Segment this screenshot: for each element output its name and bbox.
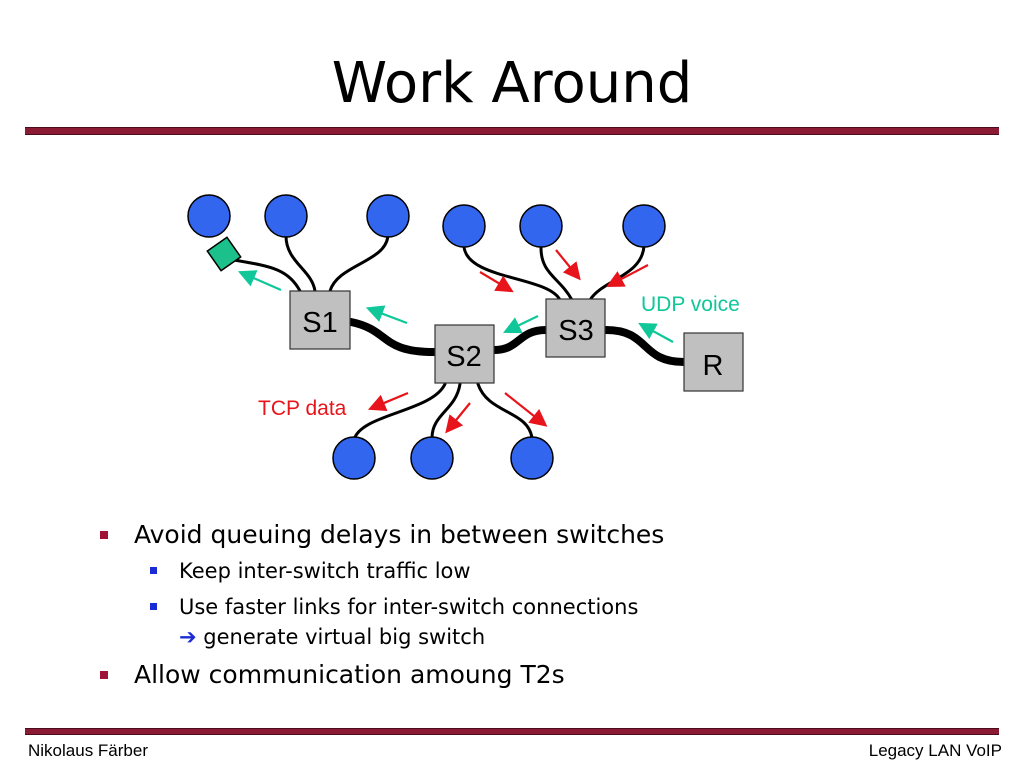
host-nodes [187,194,666,480]
bullet-text: Avoid queuing delays in between switches [134,520,665,549]
bullet-marker [100,671,108,679]
udp-voice-label: UDP voice [641,293,740,316]
link-s1-host2 [284,234,317,293]
tcp-arrows [367,249,649,434]
link-s1-host1 [232,258,302,293]
udp-arrow-2 [365,305,408,325]
tcp-arrow-4 [367,391,409,412]
switch-s3-box [545,298,606,358]
tcp-arrow-5 [445,402,471,434]
sub-bullet-item: Use faster links for inter-switch connec… [96,592,976,652]
host-s1-1 [187,194,231,238]
sub-bullet-text: Keep inter-switch traffic low [179,559,471,583]
tcp-data-label: TCP data [258,397,347,420]
bullet-text: Allow communication amoung T2s [134,660,565,689]
bullet-item: Avoid queuing delays in between switches [96,518,976,552]
host-s3-3 [622,204,666,248]
tcp-arrow-3 [606,264,649,288]
host-s3-2 [519,204,563,248]
footer-divider [25,728,999,735]
footer-title: Legacy LAN VoIP [868,741,1002,760]
host-s2-3 [510,436,554,480]
tcp-arrow-1 [479,271,514,293]
title-divider [25,127,999,135]
router-label: R [703,350,724,382]
tcp-arrow-6 [504,392,548,427]
switch-s2-label: S2 [446,341,481,373]
udp-arrow-4 [638,322,674,343]
host-s2-1 [332,436,376,480]
host-s3-1 [442,204,486,248]
link-s3-host1 [462,245,562,302]
udp-arrow-3 [503,315,539,334]
inter-switch-links [347,318,688,366]
switch-s1-box [289,290,351,350]
link-s3-host3 [588,244,646,302]
slide-title: Work Around [331,51,693,116]
link-s2-host1 [352,382,447,442]
router-box [683,332,744,392]
link-s2-host2 [430,382,462,440]
link-s1-host3 [328,232,390,293]
udp-arrow-1 [237,270,282,292]
sub-bullet-text: Use faster links for inter-switch connec… [179,595,639,619]
sub-bullet-item: Keep inter-switch traffic low [96,556,976,586]
link-s1-s2 [347,318,438,356]
link-s3-r [602,326,688,366]
link-s3-host2 [539,246,574,302]
bullet-list: Avoid queuing delays in between switches… [96,518,976,696]
sub-bullet-continuation: ➔ generate virtual big switch [179,622,976,652]
right-arrow-icon: ➔ [179,625,197,649]
host-s2-2 [410,436,454,480]
switch-boxes [289,290,744,392]
udp-arrows [237,270,674,343]
queue-marker [206,236,242,272]
link-s2-host3 [476,382,534,440]
bullet-marker [100,531,108,539]
host-s1-3 [366,194,410,238]
switch-s3-label: S3 [558,315,593,347]
tcp-arrow-2 [555,249,581,281]
continuation-text: generate virtual big switch [196,625,486,649]
sub-bullet-marker [150,603,157,610]
switch-s1-label: S1 [302,307,337,339]
sub-bullet-marker [150,567,157,574]
switch-s2-box [434,324,495,384]
bullet-item: Allow communication amoung T2s [96,658,976,692]
footer-author: Nikolaus Färber [28,741,148,760]
host-s1-2 [264,194,308,238]
link-s2-s3 [490,326,550,354]
